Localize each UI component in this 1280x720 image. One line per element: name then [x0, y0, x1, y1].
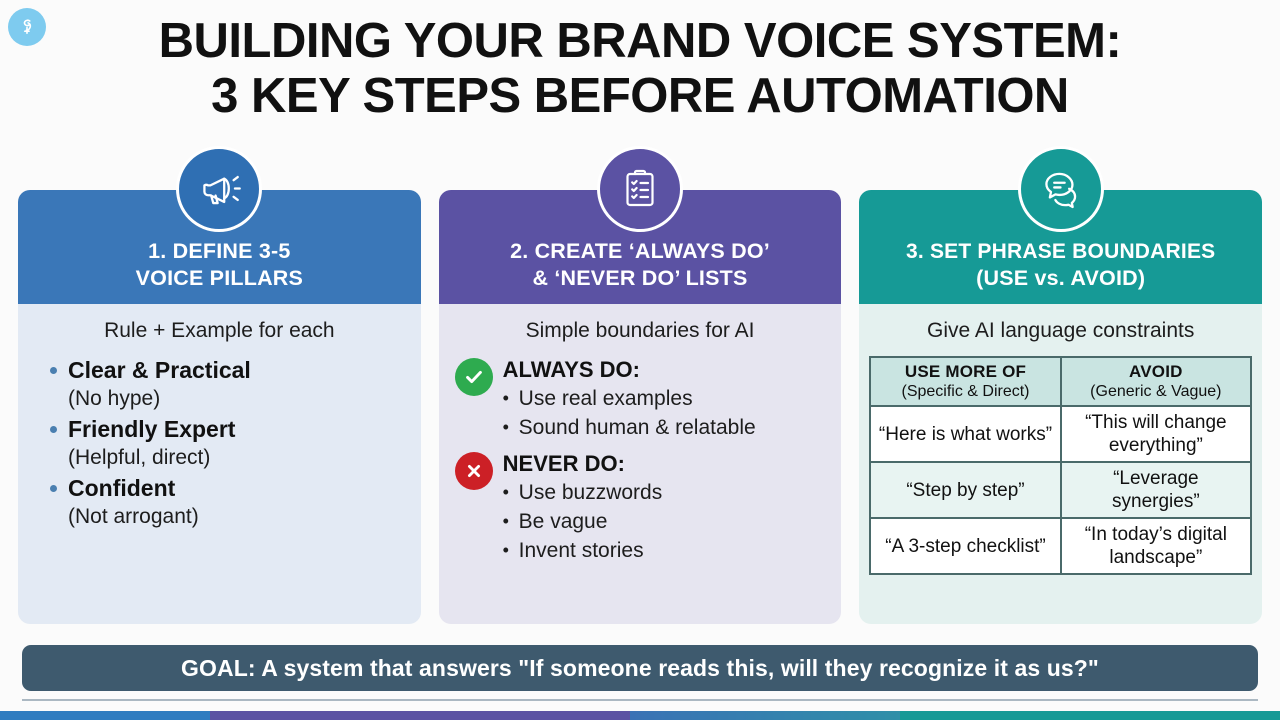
table-row: “A 3-step checklist” “In today’s digital… — [869, 517, 1253, 575]
divider — [22, 699, 1258, 701]
goal-banner: GOAL: A system that answers "If someone … — [22, 645, 1258, 691]
step-2-heading-line-2: & ‘NEVER DO’ LISTS — [532, 266, 748, 290]
table-cell-use: “Step by step” — [869, 461, 1062, 519]
pillar-note: (Not arrogant) — [68, 505, 199, 528]
step-card-3-body: Give AI language constraints USE MORE OF… — [859, 304, 1263, 624]
accent-segment-blue — [0, 711, 210, 720]
clipboard-checklist-icon — [597, 146, 683, 232]
pillar-name: Friendly Expert — [68, 416, 236, 442]
accent-segment-teal — [900, 711, 1280, 720]
megaphone-icon — [176, 146, 263, 232]
table-cell-use: “A 3-step checklist” — [869, 517, 1062, 575]
speech-bubbles-icon — [1017, 146, 1104, 232]
list-item: Use buzzwords — [503, 478, 826, 507]
column-header-use-more-of: USE MORE OF (Specific & Direct) — [869, 356, 1062, 407]
step-2-subtitle: Simple boundaries for AI — [525, 319, 755, 342]
bullet-dot-icon — [50, 485, 57, 492]
check-circle-icon — [454, 358, 493, 396]
step-card-1-header: 1. DEFINE 3-5 VOICE PILLARS — [18, 190, 421, 304]
step-1-heading-line-2: VOICE PILLARS — [135, 266, 304, 290]
list-item: Friendly Expert (Helpful, direct) — [50, 415, 405, 472]
title-line-1: BUILDING YOUR BRAND VOICE SYSTEM: — [158, 14, 1122, 68]
brand-logo — [8, 8, 46, 46]
title-line-2: 3 KEY STEPS BEFORE AUTOMATION — [211, 69, 1069, 123]
accent-segment-purple — [210, 711, 630, 720]
column-header-main: AVOID — [1129, 362, 1183, 381]
steps-row: 1. DEFINE 3-5 VOICE PILLARS Rule + Examp… — [18, 146, 1263, 624]
never-do-list: Use buzzwords Be vague Invent stories — [503, 478, 826, 565]
table-cell-avoid: “In today’s digital landscape” — [1059, 517, 1253, 575]
step-2-heading-line-1: 2. CREATE ‘ALWAYS DO’ — [510, 239, 770, 263]
always-do-group: ALWAYS DO: Use real examples Sound human… — [454, 356, 826, 442]
table-cell-avoid: “This will change everything” — [1059, 405, 1253, 463]
column-header-avoid: AVOID (Generic & Vague) — [1059, 356, 1253, 407]
step-1-heading-line-1: 1. DEFINE 3-5 — [148, 239, 291, 263]
column-header-sub: (Specific & Direct) — [901, 383, 1030, 400]
table-row: “Here is what works” “This will change e… — [869, 405, 1253, 463]
step-3-subtitle: Give AI language constraints — [927, 319, 1195, 342]
goal-text: GOAL: A system that answers "If someone … — [181, 654, 1099, 681]
never-do-title: NEVER DO: — [502, 451, 625, 476]
pillar-name: Confident — [68, 475, 176, 501]
brand-monogram-icon — [16, 16, 38, 38]
list-item: Sound human & relatable — [503, 413, 826, 442]
table-header-row: USE MORE OF (Specific & Direct) AVOID (G… — [869, 356, 1253, 407]
voice-pillars-list: Clear & Practical (No hype) Friendly Exp… — [34, 356, 405, 531]
never-do-group: NEVER DO: Use buzzwords Be vague Invent … — [454, 450, 826, 565]
step-card-1-body: Rule + Example for each Clear & Practica… — [18, 304, 421, 624]
bullet-dot-icon — [50, 426, 57, 433]
step-card-3: 3. SET PHRASE BOUNDARIES (USE vs. AVOID)… — [859, 146, 1263, 624]
list-item: Confident (Not arrogant) — [50, 474, 405, 531]
list-item: Be vague — [503, 507, 826, 536]
step-card-2-header: 2. CREATE ‘ALWAYS DO’ & ‘NEVER DO’ LISTS — [438, 190, 842, 304]
accent-segment-mixed — [630, 711, 900, 720]
bullet-dot-icon — [50, 367, 57, 374]
table-row: “Step by step” “Leverage synergies” — [869, 461, 1253, 519]
pillar-note: (No hype) — [68, 387, 161, 410]
accent-strip — [0, 711, 1280, 720]
always-do-list: Use real examples Sound human & relatabl… — [503, 384, 826, 442]
pillar-note: (Helpful, direct) — [68, 446, 211, 469]
step-card-1: 1. DEFINE 3-5 VOICE PILLARS Rule + Examp… — [18, 146, 421, 624]
pillar-name: Clear & Practical — [68, 357, 251, 383]
list-item: Clear & Practical (No hype) — [50, 356, 405, 413]
step-1-subtitle: Rule + Example for each — [104, 319, 335, 342]
step-3-heading-line-1: 3. SET PHRASE BOUNDARIES — [906, 240, 1216, 263]
step-3-heading-line-2: (USE vs. AVOID) — [976, 266, 1146, 290]
always-do-title: ALWAYS DO: — [502, 357, 640, 382]
column-header-sub: (Generic & Vague) — [1090, 383, 1222, 400]
x-circle-icon — [454, 452, 493, 490]
step-card-2-body: Simple boundaries for AI ALWAYS DO: Use … — [438, 304, 842, 624]
step-card-2: 2. CREATE ‘ALWAYS DO’ & ‘NEVER DO’ LISTS… — [438, 146, 842, 624]
list-item: Use real examples — [503, 384, 826, 413]
table-cell-avoid: “Leverage synergies” — [1059, 461, 1253, 519]
page-title: BUILDING YOUR BRAND VOICE SYSTEM: 3 KEY … — [0, 14, 1280, 124]
list-item: Invent stories — [503, 536, 826, 565]
column-header-main: USE MORE OF — [904, 362, 1027, 381]
table-cell-use: “Here is what works” — [869, 405, 1062, 463]
phrase-boundaries-table: USE MORE OF (Specific & Direct) AVOID (G… — [869, 356, 1253, 575]
